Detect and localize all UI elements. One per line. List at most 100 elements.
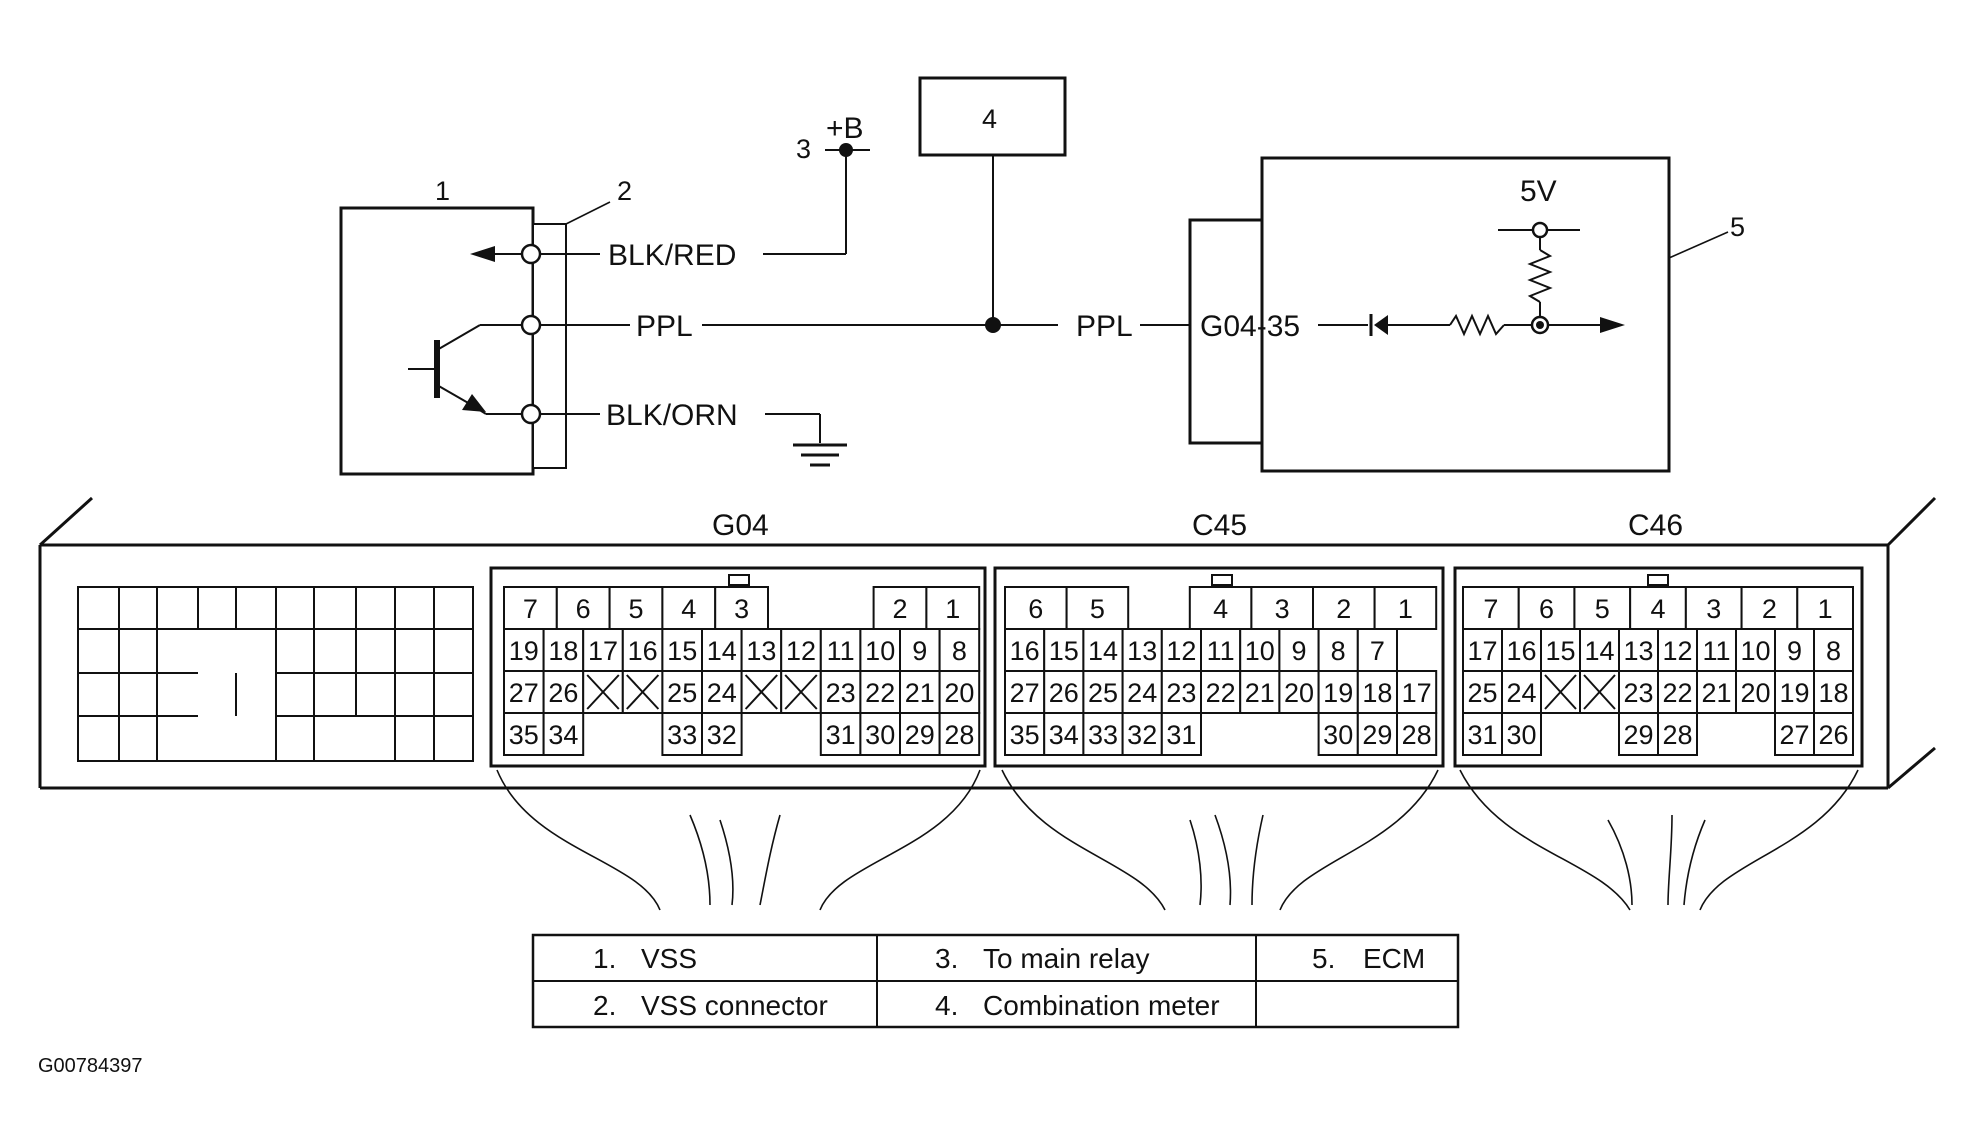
g04-pin-label: 29 [905, 720, 935, 750]
c46-pin-label: 3 [1706, 594, 1721, 624]
c45-pin-label: 11 [1207, 636, 1235, 666]
legend-label-5: ECM [1363, 943, 1425, 974]
c45-pin-label: 6 [1028, 594, 1043, 624]
c45-pin-cell: 30 [1317, 712, 1359, 756]
svg-text:PPL: PPL [1076, 310, 1133, 343]
g04-pin-cell: 12 [780, 628, 822, 672]
g04-pin-cell: 27 [503, 670, 545, 714]
c45-pin-cell: 7 [1356, 628, 1399, 672]
c46-pin-label: 14 [1584, 636, 1614, 666]
c45-pin-label: 19 [1323, 678, 1353, 708]
c46-pin-cell: 16 [1501, 628, 1542, 672]
c46-pin-label: 7 [1483, 594, 1498, 624]
c45-pin-label: 2 [1336, 594, 1351, 624]
legend-label-3: To main relay [983, 943, 1150, 974]
c45-pin-label: 4 [1213, 594, 1228, 624]
ground-icon [793, 443, 847, 467]
g04-pin-label: 2 [892, 594, 907, 624]
ecm-housing [38, 496, 1937, 790]
g04-pin-cell: 22 [859, 670, 902, 714]
g04-pin-label: 16 [628, 636, 658, 666]
g04-pin-label: 21 [905, 678, 935, 708]
g04-pin-cell: 26 [542, 670, 585, 714]
c45-pin-label: 31 [1166, 720, 1196, 750]
figure-id: G00784397 [38, 1055, 143, 1077]
c46-pin-cell: 12 [1657, 628, 1698, 672]
c46-pin-label: 31 [1467, 720, 1497, 750]
c46-pin-cell: 5 [1573, 586, 1632, 630]
c45-pin-cell: 4 [1188, 586, 1253, 630]
c46-pin-cell: 8 [1813, 628, 1854, 672]
c45-pin-cell: 12 [1160, 628, 1203, 672]
c45-pin-cell: 33 [1082, 712, 1124, 756]
c45-pin-cell: 2 [1312, 586, 1376, 630]
c46-pin-label: 12 [1662, 636, 1692, 666]
g04-pin-blocked [780, 670, 822, 714]
c46-pin-cell: 10 [1735, 628, 1776, 672]
c46-pin-label: 16 [1506, 636, 1536, 666]
c46-pin-label: 30 [1506, 720, 1536, 750]
c45-pin-cell: 22 [1200, 670, 1242, 714]
c45-pin-label: 5 [1090, 594, 1105, 624]
g04-pin-label: 34 [548, 720, 578, 750]
g04-pin-blocked [582, 670, 624, 714]
g04-pin-label: 9 [912, 636, 927, 666]
c45-pin-label: 14 [1088, 636, 1118, 666]
g04-pin-label: 23 [826, 678, 856, 708]
c46-pin-cell: 30 [1501, 712, 1542, 756]
c46-pin-cell: 9 [1774, 628, 1815, 672]
legend-label-4: Combination meter [983, 990, 1220, 1021]
g04-pin-cell: 9 [899, 628, 941, 672]
c45-pin-cell: 19 [1317, 670, 1359, 714]
c46-pin-cell: 15 [1540, 628, 1581, 672]
c46-pin-label: 23 [1623, 678, 1653, 708]
c46-pin-cell: 13 [1618, 628, 1659, 672]
c45-pin-cell: 26 [1043, 670, 1085, 714]
c45-pin-cell: 15 [1043, 628, 1085, 672]
ecm: G04-35 5 5V [1188, 156, 1745, 473]
c45-pin-cell: 20 [1278, 670, 1320, 714]
c45-pin-label: 22 [1206, 678, 1236, 708]
g04-pin-cell: 4 [661, 586, 717, 630]
c46-pin-blocked [1540, 670, 1581, 714]
c45-pin-cell: 24 [1121, 670, 1163, 714]
c45-pin-label: 23 [1166, 678, 1196, 708]
c46-pin-cell: 22 [1657, 670, 1698, 714]
c46-pin-label: 29 [1623, 720, 1653, 750]
c46-pin-label: 17 [1467, 636, 1497, 666]
c45-pin-cell: 8 [1317, 628, 1359, 672]
c46-pin-cell: 1 [1796, 586, 1855, 630]
legend-num-2: 2. [593, 990, 616, 1021]
c46-pin-label: 18 [1818, 678, 1848, 708]
terminal-blk-orn [520, 403, 542, 425]
c45-pin-label: 17 [1402, 678, 1432, 708]
g04-pin-cell: 16 [621, 628, 664, 672]
g04-pin-label: 1 [945, 594, 960, 624]
g04-pin-label: 31 [826, 720, 856, 750]
svg-text:BLK/RED: BLK/RED [608, 239, 736, 272]
supply-label: +B [826, 112, 864, 145]
g04-pin-cell: 30 [859, 712, 902, 756]
c46-pin-label: 9 [1787, 636, 1802, 666]
g04-pin-cell: 32 [701, 712, 743, 756]
g04-pin-label: 4 [681, 594, 696, 624]
callout-meter: 4 [982, 104, 997, 134]
vss-connector: 2 [520, 176, 632, 469]
c46-pin-cell: 25 [1462, 670, 1503, 714]
c46-pin-cell: 18 [1813, 670, 1854, 714]
g04-pin-cell: 6 [555, 586, 611, 630]
c45-pin-label: 28 [1402, 720, 1432, 750]
c46-pin-label: 1 [1818, 594, 1833, 624]
g04-pin-label: 3 [734, 594, 749, 624]
c46-pin-label: 6 [1539, 594, 1554, 624]
g04-pin-cell: 23 [819, 670, 862, 714]
unused-connector-grid [77, 586, 474, 762]
callout-ecm: 5 [1730, 212, 1745, 242]
g04-pin-label: 30 [865, 720, 895, 750]
connector-label-c45: C45 [1192, 509, 1247, 542]
c45-pin-cell: 21 [1239, 670, 1281, 714]
vss-sensor: 1 [339, 176, 535, 476]
callout-vss-connector: 2 [617, 176, 632, 206]
